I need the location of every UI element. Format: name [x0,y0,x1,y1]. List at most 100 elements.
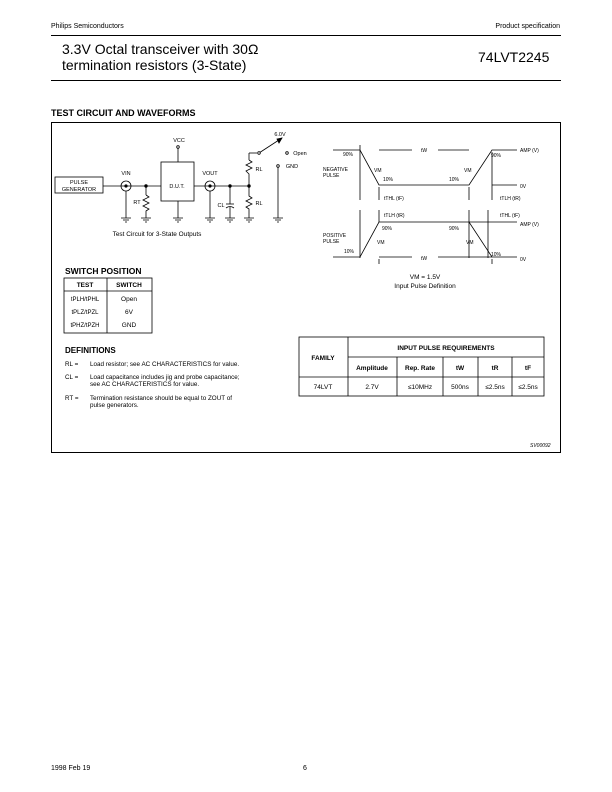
company-name: Philips Semiconductors [51,23,124,30]
ttlh-label-bottom: tTLH (tR) [384,213,405,219]
vin-label: VIN [121,171,130,177]
tw-cell: 500ns [451,384,469,391]
waveform-labels: NEGATIVE PULSE POSITIVE PULSE tW tW AMP … [323,148,539,290]
pct10-label: 10% [383,177,394,183]
cl-capacitor [225,206,235,209]
positive-pulse-label-2: PULSE [323,239,340,245]
definition-text: Load capacitance includes jig and probe … [90,374,240,381]
positive-pulse-label-1: POSITIVE [323,233,347,239]
pulse-gen-label-2: GENERATOR [62,187,96,193]
pct10-label: 10% [344,249,355,255]
rep-rate-cell: ≤10MHz [408,384,432,391]
pct90-label: 90% [343,152,354,158]
vm-label: VM [374,168,382,174]
rl-bottom-resistor [245,186,253,218]
definition-text: see AC CHARACTERISTICS for value. [90,381,199,388]
definition-text: pulse generators. [90,402,139,409]
title-rule [51,80,561,81]
tw-label-bottom: tW [421,256,427,262]
rl-top-resistor [245,159,253,186]
switch-position-title: SWITCH POSITION [65,266,142,276]
amp-label-top: AMP (V) [520,148,539,154]
title-line-2: termination resistors (3-State) [62,57,247,73]
section-title: TEST CIRCUIT AND WAVEFORMS [51,108,196,118]
vcc-label: VCC [173,138,185,144]
vm-label: VM [466,240,474,246]
waveforms [333,145,517,264]
ground-symbols [121,217,283,223]
pulse-requirements-header: INPUT PULSE REQUIREMENTS [397,345,495,352]
footer-date: 1998 Feb 19 [51,765,91,772]
tthl-label-bottom: tTHL (tF) [500,213,520,219]
negative-pulse-label-1: NEGATIVE [323,167,349,173]
negative-pulse-trace [333,149,517,186]
definition-text: Termination resistance should be equal t… [90,395,232,402]
rl-top-label: RL [255,167,262,173]
header-rule [51,35,561,36]
pulse-gen-label-1: PULSE [70,180,88,186]
test-circuit [54,137,289,223]
doc-title: 3.3V Octal transceiver with 30Ω terminat… [62,41,258,73]
family-cell: 74LVT [314,384,333,391]
page-number: 6 [303,765,307,772]
pct90-label: 90% [449,226,460,232]
definition-term: CL = [65,374,79,381]
switch-header-test: TEST [77,282,94,289]
vm-label: VM [464,168,472,174]
zero-label-bottom: 0V [520,257,527,263]
switch-header-switch: SWITCH [116,282,142,289]
tf-header: tF [525,365,531,372]
pct90-label: 90% [491,153,502,159]
switch-row-test: tPHZ/tPZH [70,323,99,329]
six-volt-label: 6.0V [274,132,286,138]
pct90-label: 90% [382,226,393,232]
gnd-label: GND [286,164,298,170]
dut-box [160,161,195,202]
family-header: FAMILY [311,355,335,362]
amplitude-cell: 2.7V [365,384,379,391]
switch-row-value: 6V [125,309,134,316]
open-label: Open [293,151,306,157]
vm-label: VM [377,240,385,246]
tw-label-top: tW [421,148,427,154]
vout-label: VOUT [202,171,218,177]
pulse-table-grid [298,336,545,397]
tthl-label-top: tTHL (tF) [384,196,404,202]
part-number: 74LVT2245 [478,49,550,65]
rt-resistor [142,194,150,218]
zero-label-top: 0V [520,184,527,190]
tr-header: tR [492,365,499,372]
definition-term: RT = [65,395,79,402]
amplitude-header: Amplitude [356,365,388,372]
tf-cell: ≤2.5ns [518,384,538,391]
definitions-title: DEFINITIONS [65,346,116,355]
tw-header: tW [456,365,465,372]
circuit-caption: Test Circuit for 3-State Outputs [113,231,203,238]
switch-row-test: tPLZ/tPZL [71,310,99,316]
switch-row-test: tPLH/tPHL [71,297,100,303]
switch-row-value: Open [121,296,137,303]
pct10-label: 10% [449,177,460,183]
pct10-label: 10% [491,252,502,258]
rt-label: RT [133,200,141,206]
rep-rate-header: Rep. Rate [405,365,435,372]
cl-label: CL [217,203,224,209]
doc-type: Product specification [495,23,560,30]
dut-label: D.U.T. [169,184,185,190]
pulse-generator-box [54,176,104,194]
vm-definition: VM = 1.5V [410,274,441,281]
waveform-caption: Input Pulse Definition [394,283,456,290]
amp-label-bottom: AMP (V) [520,222,539,228]
positive-pulse-trace [333,221,517,258]
figure-id: SV00092 [530,443,551,449]
ttlh-label-top: tTLH (tR) [500,196,521,202]
figure-frame [51,122,561,453]
definition-term: RL = [65,361,79,368]
rl-bottom-label: RL [255,201,262,207]
tr-cell: ≤2.5ns [485,384,505,391]
switch-row-value: GND [122,322,137,329]
negative-pulse-label-2: PULSE [323,173,340,179]
definition-text: Load resistor; see AC CHARACTERISTICS fo… [90,361,239,368]
